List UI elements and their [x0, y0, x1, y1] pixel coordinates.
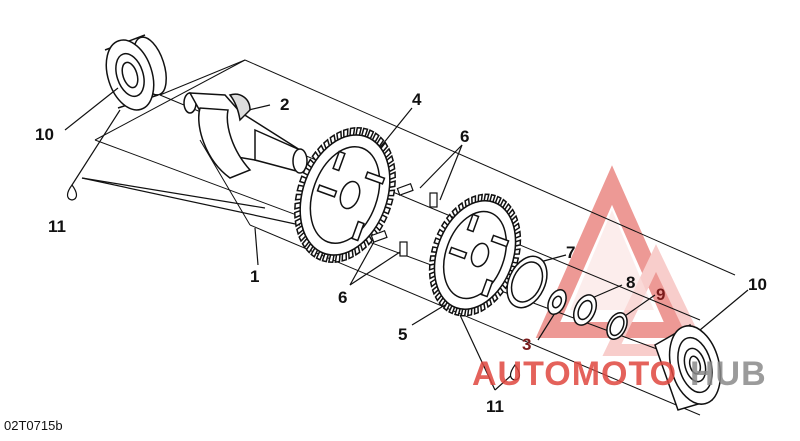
gear-tooth: [483, 193, 490, 202]
gear-tooth: [327, 254, 335, 263]
watermark-text: AUTOMOTO HUB: [472, 355, 767, 393]
circlip-9: [606, 312, 628, 340]
grease-drop-left: [66, 183, 78, 201]
gear-tooth: [355, 127, 363, 136]
guide-lines: [94, 59, 736, 416]
washer-7: [506, 255, 548, 309]
callout-6-lower: 6: [338, 288, 347, 307]
gear-lower: [428, 193, 522, 317]
callout-11-left: 11: [48, 217, 66, 236]
callout-9: 9: [656, 285, 665, 304]
camshaft: [183, 92, 308, 179]
callout-2: 2: [280, 95, 289, 114]
bearing-left: [104, 34, 167, 111]
gear-upper: [294, 127, 396, 263]
pins: [370, 183, 438, 257]
watermark-text-part2: HUB: [690, 355, 767, 393]
callout-4: 4: [412, 90, 422, 109]
callout-3: 3: [522, 335, 531, 354]
callouts: 10 11 2 4 6 1 6 5 7 8 9 3 10 11: [35, 90, 767, 416]
callout-7: 7: [566, 243, 575, 262]
callout-8: 8: [626, 273, 635, 292]
callout-1: 1: [250, 267, 259, 286]
grease-drop-right: [509, 363, 521, 381]
callout-10-right: 10: [748, 275, 767, 294]
bearing-right: [654, 323, 722, 411]
gear-tooth: [460, 308, 467, 317]
washer-8: [572, 294, 598, 326]
callout-6-upper: 6: [460, 127, 469, 146]
callout-11-right: 11: [486, 397, 504, 416]
washer-3: [547, 288, 567, 316]
callout-10-left: 10: [35, 125, 54, 144]
callout-5: 5: [398, 325, 407, 344]
watermark-text-part1: AUTOMOTO: [472, 355, 677, 393]
figure-code: 02T0715b: [4, 418, 63, 433]
